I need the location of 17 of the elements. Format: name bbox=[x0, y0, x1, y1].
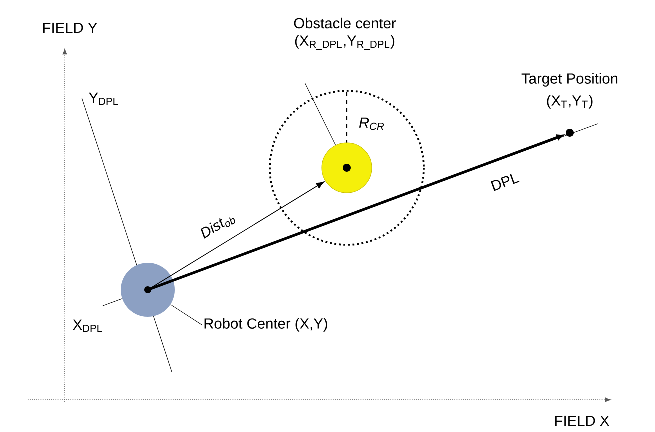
text-label: Target Position bbox=[522, 73, 618, 87]
axis-label: X$_{DPL}$ bbox=[73, 320, 102, 332]
edge-label: Dist$_{ob}$ bbox=[196, 208, 240, 244]
text-label: (X$_{T}$,Y$_{T}$) bbox=[547, 95, 593, 109]
robot-disk bbox=[121, 263, 175, 317]
target-dot bbox=[566, 129, 574, 137]
edge-label: DPL bbox=[488, 170, 522, 194]
arrow bbox=[148, 134, 564, 292]
text-label: Obstacle center (X$_{R_DPL}$,Y$_{R_DPL}$) bbox=[294, 18, 396, 50]
axis-label: Y$_{DPL}$ bbox=[89, 92, 118, 106]
radius-label: R$_{CR}$ bbox=[359, 118, 384, 130]
leader-line bbox=[304, 82, 336, 146]
obstacle-disk bbox=[322, 142, 372, 194]
leader-line bbox=[170, 304, 202, 326]
axis-label: FIELD X bbox=[556, 416, 610, 426]
axis-label: FIELD Y bbox=[44, 22, 98, 34]
text-label: Robot Center (X,Y) bbox=[204, 318, 328, 332]
